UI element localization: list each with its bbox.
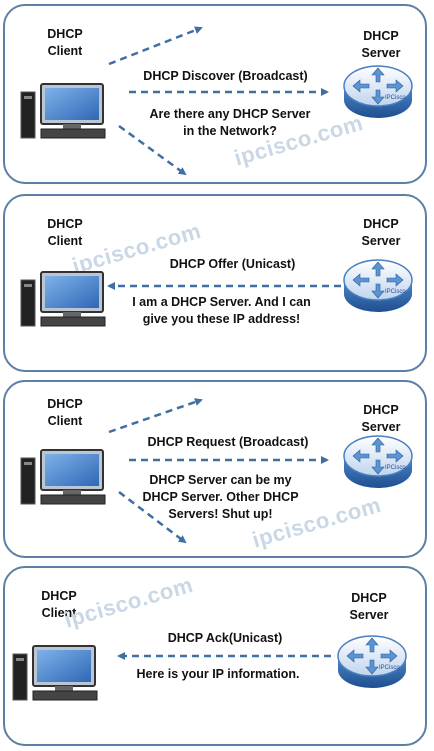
caption-text: I am a DHCP Server. And I can give you t…	[132, 295, 311, 326]
server-label: DHCP Server	[361, 217, 401, 248]
router-icon: IPCisco	[337, 635, 407, 688]
message-label: DHCP Offer (Unicast)	[169, 257, 296, 271]
router-logo-text: IPCisco	[385, 289, 406, 295]
message-label: DHCP Discover (Broadcast)	[143, 69, 308, 83]
server-label: DHCP Server	[349, 591, 389, 622]
broadcast-arrows	[108, 26, 329, 176]
caption-text: Here is your IP information.	[136, 667, 300, 681]
caption-text: DHCP Server can be my DHCP Server. Other…	[142, 473, 299, 521]
router-logo-text: IPCisco	[385, 465, 406, 471]
computer-icon	[20, 83, 106, 139]
server-label: DHCP Server	[361, 403, 401, 434]
panel-ack: DHCP Client DHCP Server DHCP Ack(Unicast…	[3, 566, 427, 746]
router-logo-text: IPCisco	[385, 95, 406, 101]
computer-icon	[20, 449, 106, 505]
router-icon: IPCisco	[343, 435, 413, 488]
caption-text: Are there any DHCP Server in the Network…	[149, 107, 311, 138]
message-label: DHCP Request (Broadcast)	[147, 435, 309, 449]
unicast-arrow	[107, 282, 341, 290]
server-label: DHCP Server	[361, 29, 401, 60]
panel-request: DHCP Client DHCP Server DHCP Request (Br…	[3, 380, 427, 558]
router-icon: IPCisco	[343, 65, 413, 118]
unicast-arrow	[117, 652, 331, 660]
computer-icon	[12, 645, 98, 701]
panel-offer: DHCP Client DHCP Server DHCP Offer (Unic…	[3, 194, 427, 372]
panel-discover: DHCP Client DHCP Server DHCP Discover (B…	[3, 4, 427, 184]
client-label: DHCP Client	[47, 27, 83, 58]
computer-icon	[20, 271, 106, 327]
client-label: DHCP Client	[47, 217, 83, 248]
client-label: DHCP Client	[47, 397, 83, 428]
client-label: DHCP Client	[41, 589, 77, 620]
router-icon: IPCisco	[343, 259, 413, 312]
router-logo-text: IPCisco	[379, 665, 400, 671]
message-label: DHCP Ack(Unicast)	[167, 631, 283, 645]
broadcast-arrows	[108, 398, 329, 544]
